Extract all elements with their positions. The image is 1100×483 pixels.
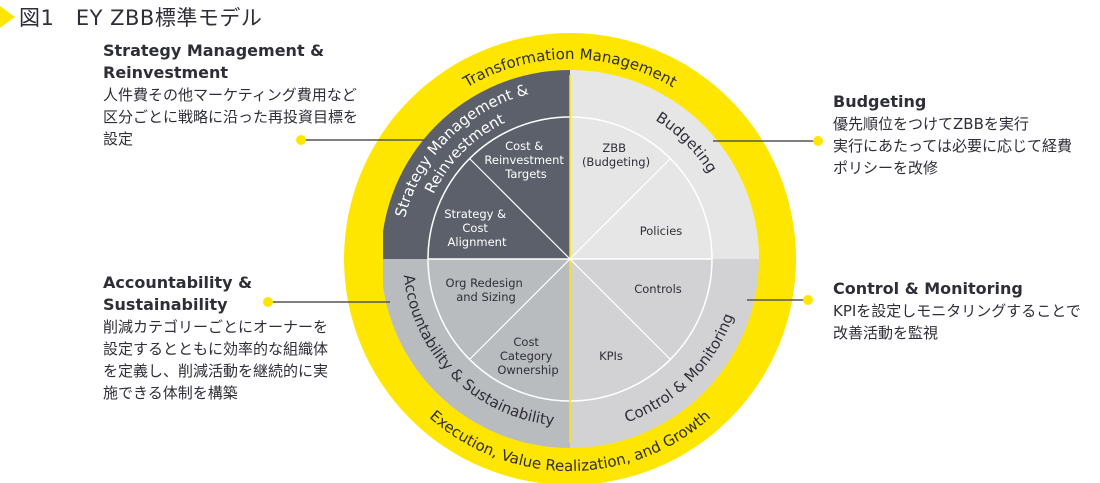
segment-line: Targets: [504, 167, 547, 181]
callout-body: を定義し、削減活動を継続的に実: [103, 362, 329, 380]
callout-body: 改善活動を監視: [833, 324, 939, 342]
callout-heading: Sustainability: [103, 295, 228, 314]
callout-body: 設定するとともに効率的な組織体: [103, 340, 329, 358]
callout-body: 設定: [103, 130, 134, 148]
callout-strategy: Strategy Management & Reinvestment 人件費その…: [103, 40, 393, 150]
segment-line: Org Redesign: [446, 276, 523, 290]
callout-heading: Strategy Management &: [103, 41, 325, 60]
segment-cost-category-ownership: Cost Category Ownership: [497, 335, 558, 377]
callout-body: 人件費その他マーケティング費用など: [103, 86, 357, 104]
segment-strategy-cost-alignment: Strategy & Cost Alignment: [444, 207, 510, 249]
segment-line: ZBB: [602, 141, 626, 155]
segment-line: Cost: [513, 335, 539, 349]
callout-heading: Control & Monitoring: [833, 279, 1023, 298]
segment-org-redesign: Org Redesign and Sizing: [446, 276, 527, 304]
segment-zbb-budgeting: ZBB (Budgeting): [582, 141, 650, 169]
callout-body: KPIを設定しモニタリングすることで: [833, 302, 1081, 320]
segment-line: Cost &: [505, 139, 543, 153]
callout-heading: Budgeting: [833, 92, 927, 111]
segment-line: Policies: [640, 224, 683, 238]
connector-dot-budgeting: [813, 136, 823, 146]
segment-cost-reinvestment-targets: Cost & Reinvestment Targets: [484, 139, 567, 181]
callout-heading: Accountability &: [103, 273, 253, 292]
connector-dot-control: [803, 295, 813, 305]
segment-line: Cost: [462, 221, 488, 235]
callout-body: 優先順位をつけてZBBを実行: [833, 115, 1029, 133]
segment-policies: Policies: [640, 224, 683, 238]
callout-body: 施できる体制を構築: [103, 384, 238, 402]
segment-line: Category: [500, 349, 553, 363]
callout-body: 削減カテゴリーごとにオーナーを: [103, 318, 329, 336]
figure-title-text: 図1 EY ZBB標準モデル: [19, 6, 263, 30]
connector-dot-accountability: [263, 297, 273, 307]
segment-line: Strategy &: [444, 207, 506, 221]
callout-body: 実行にあたっては必要に応じて経費: [833, 137, 1072, 155]
callout-heading: Reinvestment: [103, 63, 229, 82]
segment-controls: Controls: [634, 282, 682, 296]
segment-line: and Sizing: [456, 290, 516, 304]
callout-body: ポリシーを改修: [833, 159, 939, 177]
segment-line: (Budgeting): [582, 155, 650, 169]
segment-kpis: KPIs: [599, 349, 623, 363]
divider-diagonal-2: [469, 158, 671, 360]
segment-line: Controls: [634, 282, 682, 296]
segment-line: Alignment: [448, 235, 507, 249]
figure-title: 図1 EY ZBB標準モデル: [0, 2, 262, 32]
callout-accountability: Accountability & Sustainability 削減カテゴリーご…: [103, 272, 373, 404]
callout-budgeting: Budgeting 優先順位をつけてZBBを実行 実行にあたっては必要に応じて経…: [833, 91, 1093, 179]
callout-control: Control & Monitoring KPIを設定しモニタリングすることで …: [833, 278, 1098, 344]
segment-line: Reinvestment: [484, 153, 564, 167]
segment-line: KPIs: [599, 349, 623, 363]
title-marker-icon: [0, 6, 15, 28]
connector-dot-strategy: [296, 135, 306, 145]
segment-line: Ownership: [497, 363, 558, 377]
callout-body: 区分ごとに戦略に沿った再投資目標を: [103, 108, 359, 126]
